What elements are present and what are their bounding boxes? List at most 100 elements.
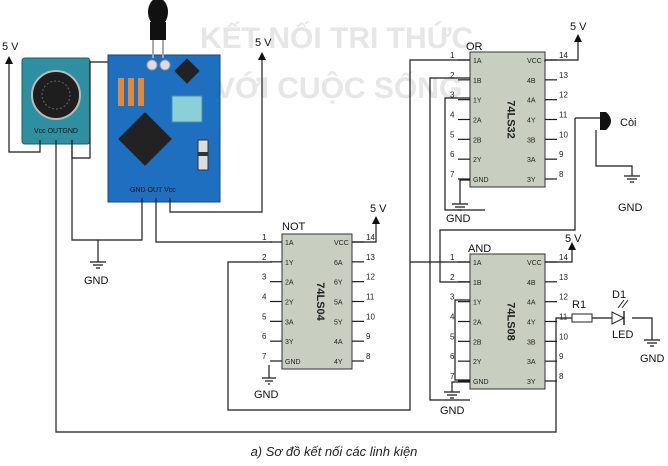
pin-label: 3B <box>527 339 536 346</box>
chip-body-or <box>469 51 546 188</box>
pin-number: 11 <box>366 293 375 302</box>
pin-number: 14 <box>366 233 375 242</box>
pin-label: 3A <box>527 359 536 366</box>
pin-label: 1Y <box>473 300 482 307</box>
pin-number: 6 <box>262 332 267 341</box>
ground-symbols: GND GND GND GND GND GND <box>84 175 665 417</box>
schematic-canvas: KẾT NỐI TRI THỨC VỚI CUỘC SỐNG Vcc OUTGN… <box>2 0 665 433</box>
watermark-line-2: VỚI CUỘC SỐNG <box>215 71 462 105</box>
pin-number: 6 <box>450 352 455 361</box>
vcc-label-sensor: 5 V <box>2 41 19 53</box>
pin-number: 12 <box>559 293 568 302</box>
pin-label: GND <box>285 359 301 366</box>
resistor-r1: R1 <box>571 299 593 323</box>
flame-pin-labels: GND OUT Vcc <box>130 187 176 194</box>
vcc-label-not: 5 V <box>370 203 387 215</box>
pin-label: 1Y <box>473 98 482 105</box>
pin-label: 4B <box>527 280 536 287</box>
pin-label: 3Y <box>285 339 294 346</box>
pin-label: 1B <box>473 78 482 85</box>
pin-number: 11 <box>559 313 568 322</box>
pin-number: 12 <box>559 91 568 100</box>
wires <box>8 42 653 433</box>
buzzer-icon <box>600 112 606 130</box>
gnd-label-or: GND <box>446 213 471 225</box>
pin-label: 3B <box>527 137 536 144</box>
pin-label: 2Y <box>473 359 482 366</box>
flame-diode-icon <box>148 0 168 26</box>
gnd-label-not: GND <box>254 389 279 401</box>
pin-label: VCC <box>527 58 542 65</box>
pin-label: 4A <box>527 300 536 307</box>
pin-number: 5 <box>450 332 455 341</box>
pin-number: 14 <box>559 51 568 60</box>
pin-label: GND <box>473 177 489 184</box>
chip-or-74ls32: 11A21B31Y42A52B62Y7GND14VCC134B124A114Y1… <box>450 51 568 188</box>
pin-number: 10 <box>559 130 568 139</box>
buzzer: Còi <box>600 112 637 130</box>
pin-label: 2B <box>473 137 482 144</box>
pin-number: 2 <box>450 273 455 282</box>
chip-body-not <box>281 233 353 370</box>
pin-number: 1 <box>450 51 455 60</box>
buzzer-label: Còi <box>620 117 637 129</box>
pin-label: 1A <box>473 260 482 267</box>
pin-label: 1B <box>473 280 482 287</box>
resistor-label: R1 <box>572 299 586 311</box>
pin-number: 5 <box>262 312 267 321</box>
pin-number: 4 <box>450 313 455 322</box>
vcc-label-or: 5 V <box>570 21 587 33</box>
pin-label: 2Y <box>285 300 294 307</box>
gnd-label-led: GND <box>640 353 665 365</box>
comparator-chip-icon <box>118 112 172 166</box>
chip-name: 74LS04 <box>314 282 326 321</box>
gate-title-or: OR <box>466 41 483 53</box>
pin-label: VCC <box>527 260 542 267</box>
pin-number: 1 <box>450 253 455 262</box>
pin-number: 10 <box>366 312 375 321</box>
pin-number: 14 <box>559 253 568 262</box>
gnd-label-and: GND <box>440 405 465 417</box>
pin-number: 13 <box>559 71 568 80</box>
pin-label: 2A <box>473 320 482 327</box>
pin-number: 3 <box>450 293 455 302</box>
pin-number: 7 <box>262 352 267 361</box>
pin-number: 4 <box>450 111 455 120</box>
pin-label: 3A <box>285 319 294 326</box>
pin-number: 13 <box>366 253 375 262</box>
chip-name: 74LS08 <box>505 302 517 341</box>
chip-name: 74LS32 <box>505 100 517 139</box>
pin-label: 3Y <box>527 379 536 386</box>
vcc-symbols: 5 V 5 V 5 V 5 V 5 V <box>2 21 587 250</box>
pin-label: 4Y <box>527 320 536 327</box>
pin-label: 2A <box>473 118 482 125</box>
chip-and-74ls08: 11A21B31Y42A52B62Y7GND14VCC134B124A114Y1… <box>450 253 568 390</box>
pin-label: 5A <box>334 300 343 307</box>
pin-number: 6 <box>450 150 455 159</box>
chip-not-74ls04: 11A21Y32A42Y53A63Y7GND14VCC136A126Y115A1… <box>262 233 375 370</box>
flame-sensor-module: GND OUT Vcc <box>107 0 221 203</box>
pin-label: VCC <box>334 240 349 247</box>
chip-body-and <box>469 253 546 390</box>
gnd-label-flame: GND <box>84 275 109 287</box>
pin-label: 4B <box>527 78 536 85</box>
pin-number: 7 <box>450 372 455 381</box>
led-ref-label: D1 <box>612 289 626 301</box>
pin-label: GND <box>473 379 489 386</box>
pin-number: 9 <box>366 332 371 341</box>
pin-label: 4A <box>527 98 536 105</box>
resistor-icon <box>571 313 593 323</box>
pin-number: 5 <box>450 130 455 139</box>
pin-label: 4Y <box>334 359 343 366</box>
figure-caption: a) Sơ đồ kết nối các linh kiện <box>250 444 418 459</box>
gnd-label-buzzer: GND <box>618 202 643 214</box>
vcc-label-and: 5 V <box>565 233 582 245</box>
pin-label: 6A <box>334 260 343 267</box>
led-diode-icon <box>611 311 626 325</box>
ultrasonic-sensor: Vcc OUTGND <box>21 57 91 145</box>
pin-label: 2Y <box>473 157 482 164</box>
pin-label: 2B <box>473 339 482 346</box>
gate-title-and: AND <box>468 243 491 255</box>
pin-number: 3 <box>450 91 455 100</box>
